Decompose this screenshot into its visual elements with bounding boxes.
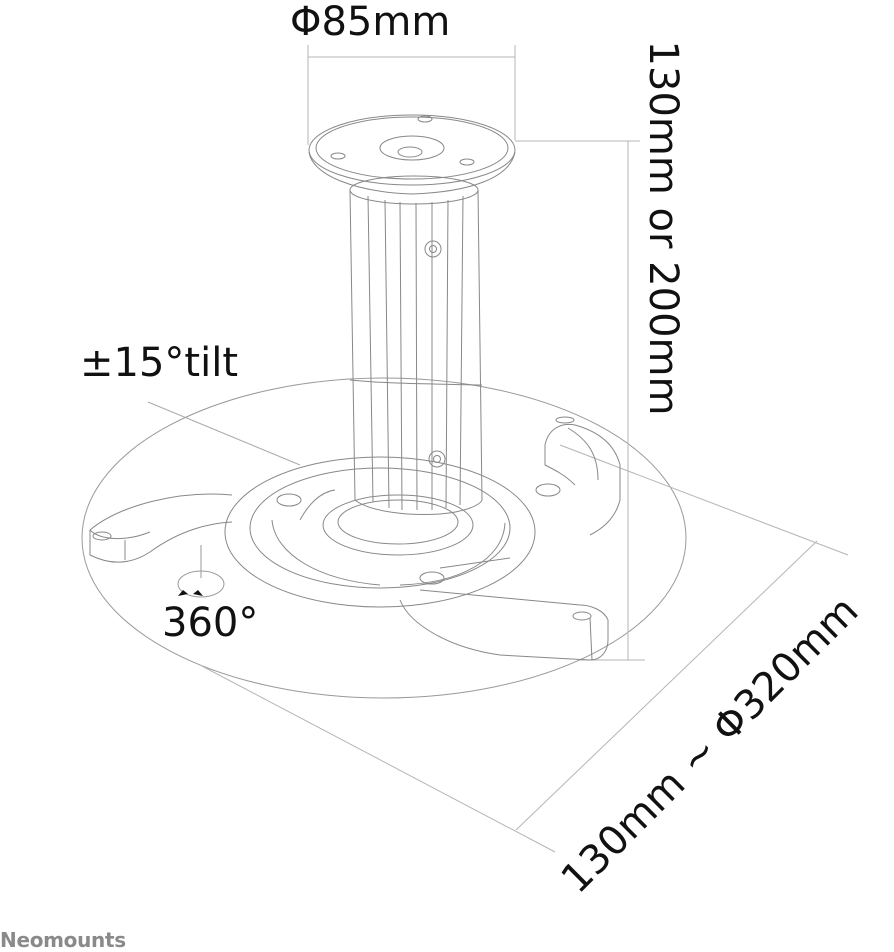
dim-top-diameter [307,45,516,145]
bracket-arm-right-bottom [399,589,609,661]
bracket-arm-left [89,493,233,563]
label-rotation: 360° [162,600,259,646]
label-tilt: ±15°tilt [80,340,239,386]
column [349,175,483,515]
label-height: 130mm or 200mm [640,40,686,416]
rotation-indicator [177,545,225,598]
dim-height [515,140,645,661]
tilt-range-ellipse [81,377,687,699]
brand-logo: Neomounts [0,928,126,952]
label-top-plate-diameter: Φ85mm [290,0,451,45]
dim-bracket-range [199,444,849,853]
column-screw-top [424,240,442,258]
rotation-arrows-icon [178,590,203,596]
base-plate [224,456,561,608]
column-screw-bottom [428,450,446,468]
bracket-arm-right-top [544,416,621,536]
top-plate [308,114,516,195]
